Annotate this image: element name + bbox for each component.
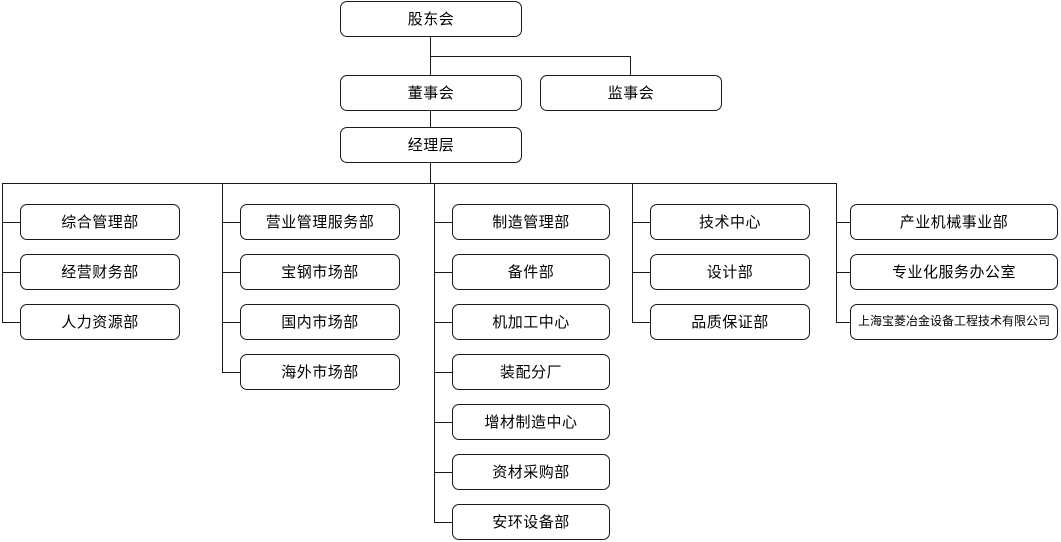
connector-column-1-stub-3 [2, 322, 20, 323]
node-shareholders[interactable]: 股东会 [340, 1, 522, 37]
connector-column-5-spine [836, 183, 837, 322]
connector-column-2-stub-2 [222, 272, 240, 273]
connector-column-3-stub-1 [434, 222, 452, 223]
node-management[interactable]: 经理层 [340, 127, 522, 163]
connector-column-3-stub-2 [434, 272, 452, 273]
node-column-4-item-3[interactable]: 品质保证部 [650, 304, 810, 340]
connector-shareholders-down [430, 37, 431, 56]
node-column-1-item-2-label: 经营财务部 [61, 262, 139, 281]
node-column-3-item-7-label: 安环设备部 [492, 512, 570, 531]
node-column-3-item-2-label: 备件部 [507, 262, 555, 281]
connector-column-4-stub-3 [632, 322, 650, 323]
node-column-5-item-1[interactable]: 产业机械事业部 [850, 204, 1058, 240]
connector-column-3-stub-3 [434, 322, 452, 323]
node-column-4-item-1-label: 技术中心 [698, 212, 761, 231]
connector-column-2-stub-1 [222, 222, 240, 223]
connector-column-1-stub-2 [2, 272, 20, 273]
node-column-2-item-1-label: 营业管理服务部 [265, 212, 375, 231]
connector-column-4-stub-2 [632, 272, 650, 273]
node-column-1-item-1[interactable]: 综合管理部 [20, 204, 180, 240]
node-supervisors-label: 监事会 [607, 83, 655, 102]
connector-column-1-spine [2, 183, 3, 322]
node-column-3-item-7[interactable]: 安环设备部 [452, 504, 610, 540]
node-supervisors[interactable]: 监事会 [540, 75, 722, 111]
node-column-2-item-3[interactable]: 国内市场部 [240, 304, 400, 340]
connector-column-5-stub-1 [836, 222, 850, 223]
node-column-2-item-2[interactable]: 宝钢市场部 [240, 254, 400, 290]
node-column-2-item-4-label: 海外市场部 [281, 362, 359, 381]
node-column-1-item-1-label: 综合管理部 [61, 212, 139, 231]
connector-column-2-stub-4 [222, 372, 240, 373]
node-column-3-item-6[interactable]: 资材采购部 [452, 454, 610, 490]
node-column-3-item-2[interactable]: 备件部 [452, 254, 610, 290]
node-column-5-item-2-label: 专业化服务办公室 [891, 262, 1016, 281]
node-column-1-item-3[interactable]: 人力资源部 [20, 304, 180, 340]
connector-column-3-spine [434, 183, 435, 522]
node-shareholders-label: 股东会 [407, 9, 455, 28]
node-column-3-item-1-label: 制造管理部 [492, 212, 570, 231]
node-column-3-item-1[interactable]: 制造管理部 [452, 204, 610, 240]
node-column-3-item-5-label: 增材制造中心 [484, 412, 578, 431]
node-column-1-item-3-label: 人力资源部 [61, 312, 139, 331]
node-board[interactable]: 董事会 [340, 75, 522, 111]
node-column-3-item-4-label: 装配分厂 [499, 362, 562, 381]
node-management-label: 经理层 [407, 135, 455, 154]
node-column-2-item-2-label: 宝钢市场部 [281, 262, 359, 281]
connector-column-5-stub-3 [836, 322, 850, 323]
node-column-2-item-3-label: 国内市场部 [281, 312, 359, 331]
connector-board-down [430, 56, 431, 75]
connector-management-down [430, 163, 431, 184]
connector-column-3-stub-5 [434, 422, 452, 423]
node-column-5-item-3-label: 上海宝菱冶金设备工程技术有限公司 [857, 314, 1050, 329]
connector-department-bus [2, 183, 836, 184]
connector-level1-bus [430, 56, 631, 57]
connector-column-2-spine [222, 183, 223, 372]
node-column-4-item-2[interactable]: 设计部 [650, 254, 810, 290]
connector-column-3-stub-4 [434, 372, 452, 373]
node-column-1-item-2[interactable]: 经营财务部 [20, 254, 180, 290]
node-column-4-item-2-label: 设计部 [706, 262, 754, 281]
connector-column-4-stub-1 [632, 222, 650, 223]
connector-column-3-stub-6 [434, 472, 452, 473]
node-column-3-item-3-label: 机加工中心 [492, 312, 570, 331]
node-column-2-item-1[interactable]: 营业管理服务部 [240, 204, 400, 240]
node-column-2-item-4[interactable]: 海外市场部 [240, 354, 400, 390]
connector-board-to-management [430, 111, 431, 127]
node-board-label: 董事会 [407, 83, 455, 102]
connector-column-1-stub-1 [2, 222, 20, 223]
connector-column-3-stub-7 [434, 522, 452, 523]
node-column-5-item-3[interactable]: 上海宝菱冶金设备工程技术有限公司 [850, 304, 1058, 340]
node-column-4-item-3-label: 品质保证部 [691, 312, 769, 331]
node-column-3-item-4[interactable]: 装配分厂 [452, 354, 610, 390]
node-column-4-item-1[interactable]: 技术中心 [650, 204, 810, 240]
connector-column-4-spine [632, 183, 633, 322]
node-column-3-item-6-label: 资材采购部 [492, 462, 570, 481]
connector-supervisors-down [630, 56, 631, 75]
connector-column-2-stub-3 [222, 322, 240, 323]
node-column-3-item-5[interactable]: 增材制造中心 [452, 404, 610, 440]
node-column-5-item-1-label: 产业机械事业部 [899, 212, 1009, 231]
node-column-5-item-2[interactable]: 专业化服务办公室 [850, 254, 1058, 290]
node-column-3-item-3[interactable]: 机加工中心 [452, 304, 610, 340]
connector-column-5-stub-2 [836, 272, 850, 273]
